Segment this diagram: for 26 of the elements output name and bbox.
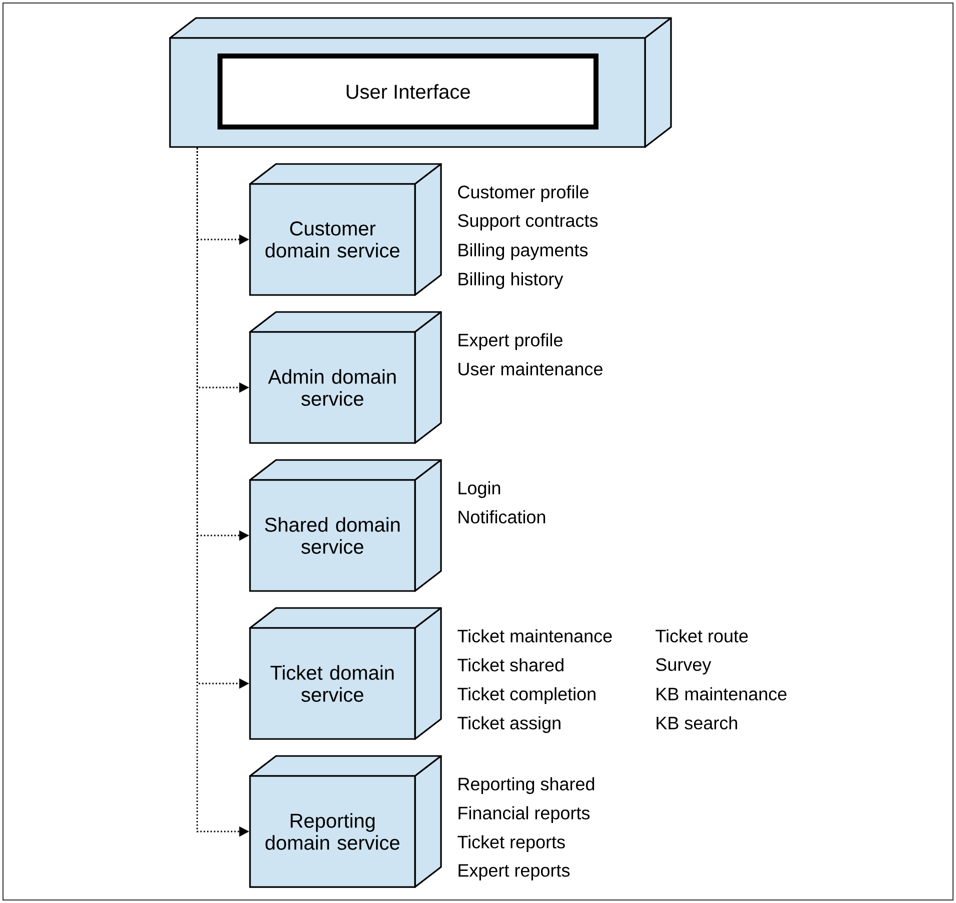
service-cube: Customer domain service [249, 163, 442, 296]
feature-label: Survey [656, 658, 712, 674]
feature-label: Expert profile [458, 333, 562, 350]
feature-label: Billing history [458, 272, 564, 289]
feature-label: KB search [656, 716, 738, 730]
feature-label: Expert reports [458, 864, 570, 880]
feature-label: Customer profile [458, 185, 588, 202]
service-cube: Admin domain service [249, 311, 442, 444]
feature-label: Support contracts [458, 214, 598, 230]
feature-label: Reporting shared [458, 777, 594, 794]
feature-label: Billing payments [458, 243, 588, 260]
feature-label: User maintenance [458, 362, 602, 376]
feature-label: Ticket shared [458, 658, 564, 672]
feature-label: KB maintenance [656, 687, 786, 700]
feature-label: Ticket reports [458, 835, 565, 852]
feature-label: Notification [458, 510, 546, 524]
feature-label: Ticket maintenance [458, 629, 612, 642]
service-cube: Reporting domain service [249, 755, 442, 888]
interface-label-box: User Interface [218, 54, 598, 130]
feature-label: Ticket route [656, 629, 748, 642]
feature-label: Ticket completion [458, 687, 596, 704]
feature-label: Financial reports [458, 806, 590, 823]
service-cube: Ticket domain service [249, 607, 442, 740]
feature-label: Ticket assign [458, 716, 560, 733]
service-cube: Shared domain service [249, 459, 442, 592]
feature-label: Login [458, 481, 500, 498]
